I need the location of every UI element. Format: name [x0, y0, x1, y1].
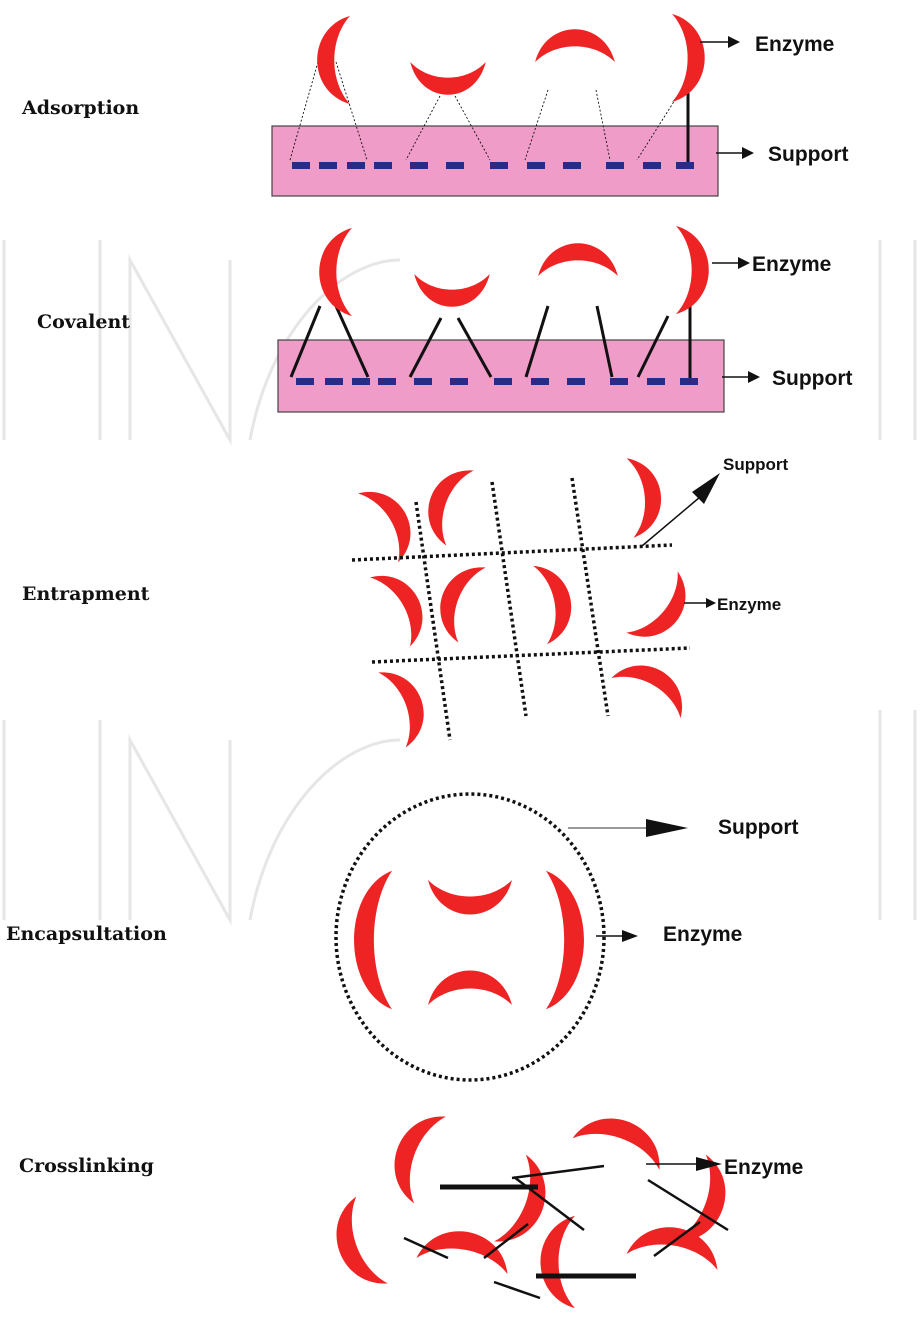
entrapped-enzymes: [358, 456, 701, 748]
encapsulation-enzyme-label: Enzyme: [663, 923, 742, 946]
enzyme-icon: [410, 62, 486, 95]
encapsulation-support-membrane: [336, 794, 604, 1080]
enzyme-icon: [535, 29, 615, 62]
adsorption-support-label: Support: [768, 143, 848, 166]
arrow-head: [742, 147, 754, 159]
arrow-head: [646, 819, 688, 837]
enzyme-icon: [317, 16, 350, 104]
encapsulation-panel: Support Enzyme: [336, 794, 798, 1080]
enzyme-icon: [533, 560, 577, 644]
covalent-panel: Enzyme Support: [278, 226, 852, 412]
enzyme-icon: [627, 456, 665, 538]
covalent-support-label: Support: [772, 367, 852, 390]
crosslinking-panel: Enzyme: [324, 1105, 804, 1308]
enzyme-icon: [414, 274, 490, 307]
enzyme-icon: [676, 226, 709, 314]
label-covalent: Covalent: [37, 311, 130, 333]
label-entrapment: Entrapment: [22, 583, 149, 605]
entrapment-panel: Support Enzyme: [352, 455, 788, 747]
enzyme-icon: [672, 14, 705, 102]
entrapment-support-label: Support: [723, 455, 788, 474]
enzyme-icon: [382, 1105, 446, 1204]
encapsulated-enzymes: [354, 871, 584, 1010]
crosslinked-enzymes: [324, 1105, 738, 1308]
enzyme-icon: [428, 880, 512, 915]
adsorption-support: [272, 126, 718, 196]
enzyme-icon: [354, 871, 392, 1010]
enzyme-icon: [541, 1216, 576, 1308]
covalent-support: [278, 340, 724, 412]
arrow-head: [622, 930, 638, 942]
arrow-head: [728, 36, 740, 48]
enzyme-icon: [378, 662, 434, 748]
enzyme-icon: [611, 651, 696, 718]
enzyme-icon: [417, 460, 473, 546]
arrow-head: [706, 598, 716, 608]
entrapment-enzyme-label: Enzyme: [717, 595, 781, 614]
enzyme-icon: [538, 243, 618, 276]
enzyme-icon: [429, 557, 485, 643]
adsorption-enzyme-label: Enzyme: [755, 33, 834, 56]
encapsulation-support-label: Support: [718, 816, 798, 839]
enzyme-icon: [546, 871, 584, 1010]
enzyme-icon: [573, 1106, 672, 1170]
label-encapsulation: Encapsultation: [6, 923, 167, 945]
enzyme-icon: [428, 971, 512, 1006]
label-crosslinking: Crosslinking: [19, 1155, 154, 1177]
enzyme-icon: [319, 228, 352, 316]
adsorption-panel: Enzyme Support: [272, 14, 848, 196]
enzyme-icon: [358, 478, 425, 563]
label-adsorption: Adsorption: [22, 97, 139, 119]
arrow-head: [748, 371, 760, 383]
crosslinking-enzyme-label: Enzyme: [724, 1156, 803, 1179]
enzyme-icon: [324, 1197, 388, 1296]
arrow-head: [738, 257, 750, 269]
covalent-enzyme-label: Enzyme: [752, 253, 831, 276]
enzyme-icon: [626, 571, 701, 652]
